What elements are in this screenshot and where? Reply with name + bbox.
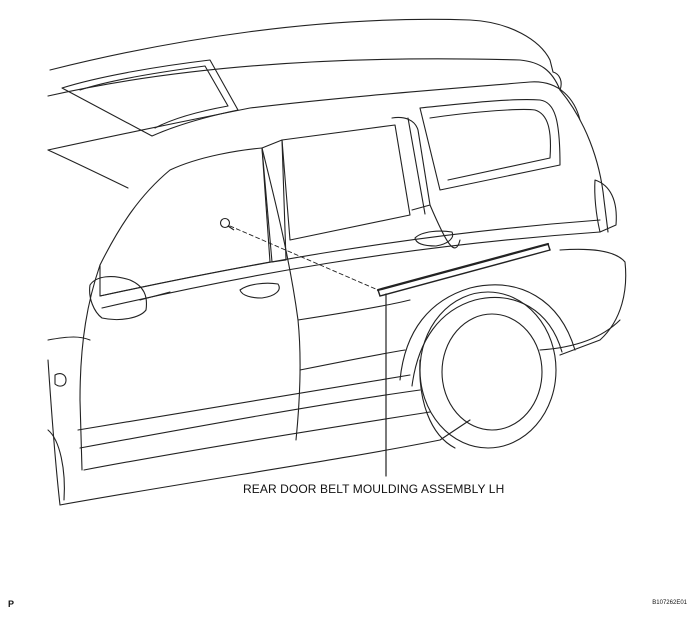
rear-wheel-rim [441,313,543,431]
front-fender-line [47,336,91,341]
rear-wheel-arch-inner [411,296,563,387]
tire-tread [419,359,456,449]
c-pillar [407,117,426,215]
side-mirror-arm [139,291,171,301]
belt-moulding-tip [547,243,551,251]
belt-line-lower [101,231,601,309]
rear-door-window-rear [391,116,431,211]
b-pillar [261,139,287,263]
body-bottom [59,419,471,506]
rear-door-lower [297,299,411,321]
rear-door-rear-edge [429,204,461,249]
front-marker [54,373,67,387]
belt-moulding [376,242,550,292]
front-door-front-edge [79,264,101,471]
side-mirror [89,276,148,321]
front-body-edge [47,359,61,506]
roof-side-rail [47,81,581,151]
rear-quarter-top [559,89,609,233]
roof-lower-edge [47,58,561,97]
assembly-dashed-line [229,225,379,291]
sunroof-inner [79,65,229,129]
part-label: REAR DOOR BELT MOULDING ASSEMBLY LH [243,482,505,496]
rear-door-body-line [299,349,406,371]
rear-door-handle [414,230,454,247]
rear-wheel-arch [399,284,576,381]
sunroof [61,59,239,137]
belt-moulding-lower [379,249,551,297]
front-door-window [99,147,271,297]
rocker-line-1 [77,374,411,431]
belt-moulding-end [377,289,381,297]
quarter-window [419,99,561,191]
rear-door-window [281,124,411,241]
front-door-handle [239,282,280,299]
roof-rear-edge [552,71,562,91]
sill-line [83,411,431,471]
retaining-clip-icon [219,217,235,231]
roof-outline [49,18,554,73]
quarter-window-inner [429,108,552,181]
rocker-line-2 [79,389,421,449]
figure-code: B107262E01 [652,600,687,606]
corner-mark: P [8,599,15,609]
front-wheel-arch [47,429,65,501]
rear-bumper-lower [539,319,621,351]
front-door-rear-edge [261,147,301,441]
belt-line [99,219,601,297]
rear-lamp [594,179,617,233]
rear-bumper [559,248,627,356]
a-pillar [47,149,129,189]
rear-tire [419,291,557,449]
